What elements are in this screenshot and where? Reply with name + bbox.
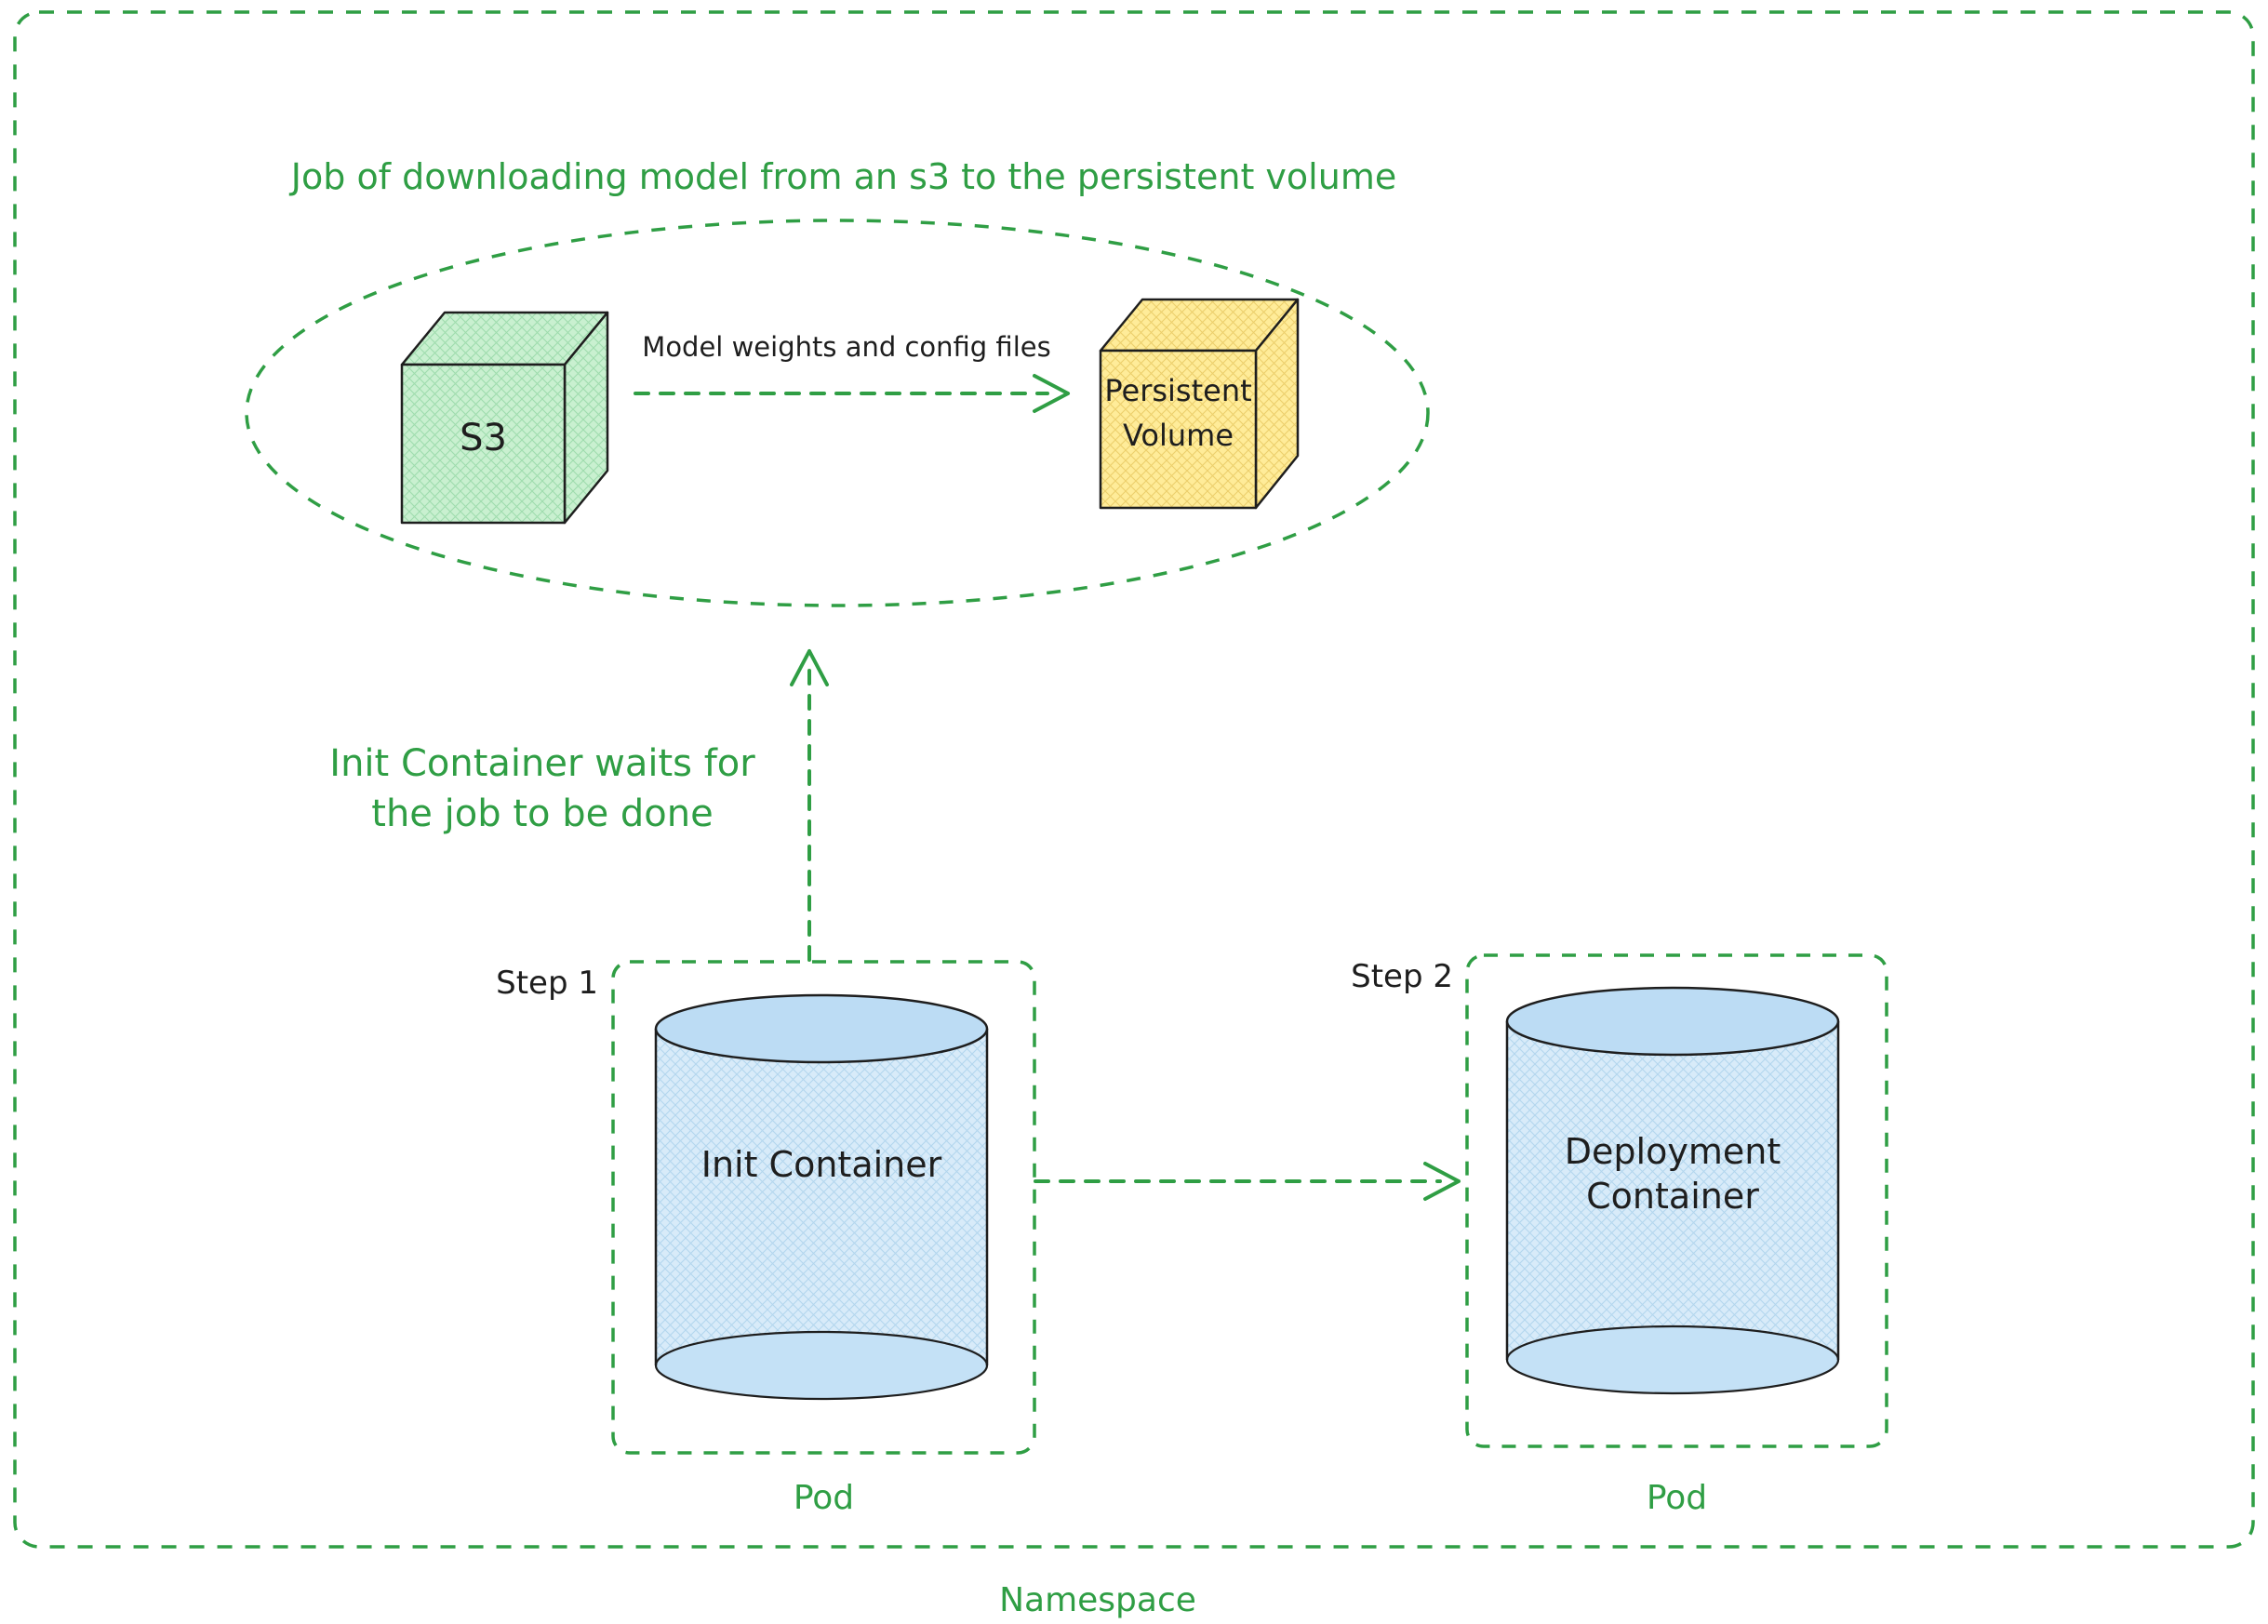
deployment-container-label-line2: Container <box>1586 1176 1759 1217</box>
step1-label: Step 1 <box>496 965 598 1002</box>
persistent-volume-label-line1: Persistent <box>1104 373 1252 408</box>
step-arrow <box>1034 1162 1461 1201</box>
init-container-label: Init Container <box>700 1144 942 1185</box>
wait-note-line1: Init Container waits for <box>329 742 755 785</box>
namespace-border <box>13 10 2255 1549</box>
wait-note: Init Container waits for the job to be d… <box>263 739 821 839</box>
persistent-volume-label: Persistent Volume <box>1101 368 1256 458</box>
s3-label: S3 <box>460 417 507 459</box>
job-ellipse <box>245 219 1430 607</box>
wait-arrow <box>790 649 829 962</box>
persistent-volume-cube <box>1099 298 1300 510</box>
namespace-label: Namespace <box>999 1581 1196 1619</box>
s3-cube <box>400 311 609 525</box>
pod2-label: Pod <box>1646 1479 1708 1517</box>
job-title: Job of downloading model from an s3 to t… <box>290 156 1397 197</box>
pod1-label: Pod <box>793 1479 855 1517</box>
wait-note-line2: the job to be done <box>371 792 714 835</box>
step2-label: Step 2 <box>1351 958 1453 995</box>
model-files-arrow <box>634 374 1070 413</box>
persistent-volume-label-line2: Volume <box>1122 418 1234 453</box>
model-files-arrow-label: Model weights and config files <box>642 331 1051 363</box>
step2-box <box>1465 953 1888 1448</box>
deployment-container-label: Deployment Container <box>1507 1129 1838 1218</box>
init-container-cylinder <box>654 993 989 1401</box>
step1-box <box>611 960 1036 1455</box>
deployment-container-cylinder <box>1505 986 1840 1395</box>
deployment-container-label-line1: Deployment <box>1564 1131 1781 1172</box>
